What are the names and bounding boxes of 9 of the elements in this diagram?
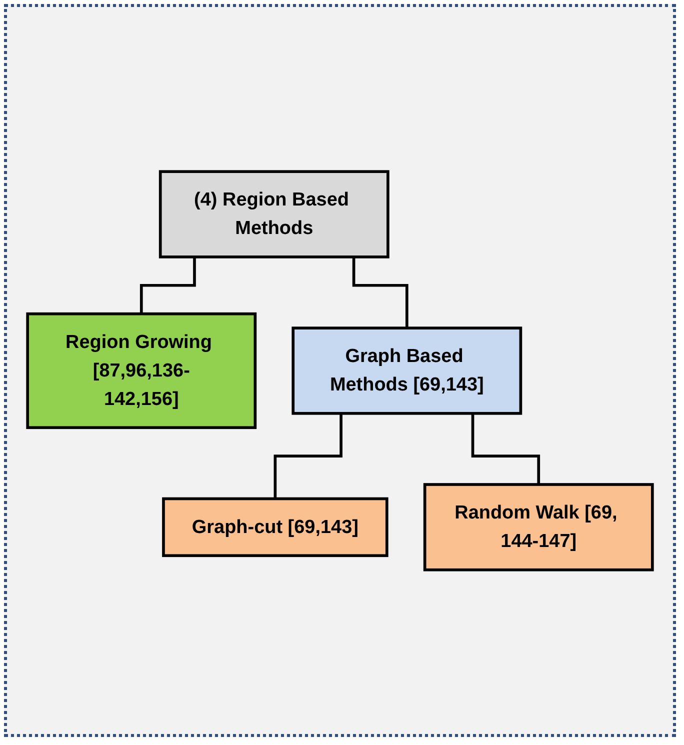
node-box: Graph-cut [69,143] xyxy=(162,497,388,557)
connector xyxy=(471,413,540,486)
node-box: Graph Based Methods [69,143] xyxy=(292,326,522,415)
node-box: Random Walk [69, 144-147] xyxy=(423,482,654,572)
connector xyxy=(352,256,408,330)
node-box: Region Growing [87,96,136-142,156] xyxy=(26,312,257,429)
node-box: (4) Region Based Methods xyxy=(158,170,390,258)
connector xyxy=(274,413,342,500)
connector xyxy=(140,256,196,316)
